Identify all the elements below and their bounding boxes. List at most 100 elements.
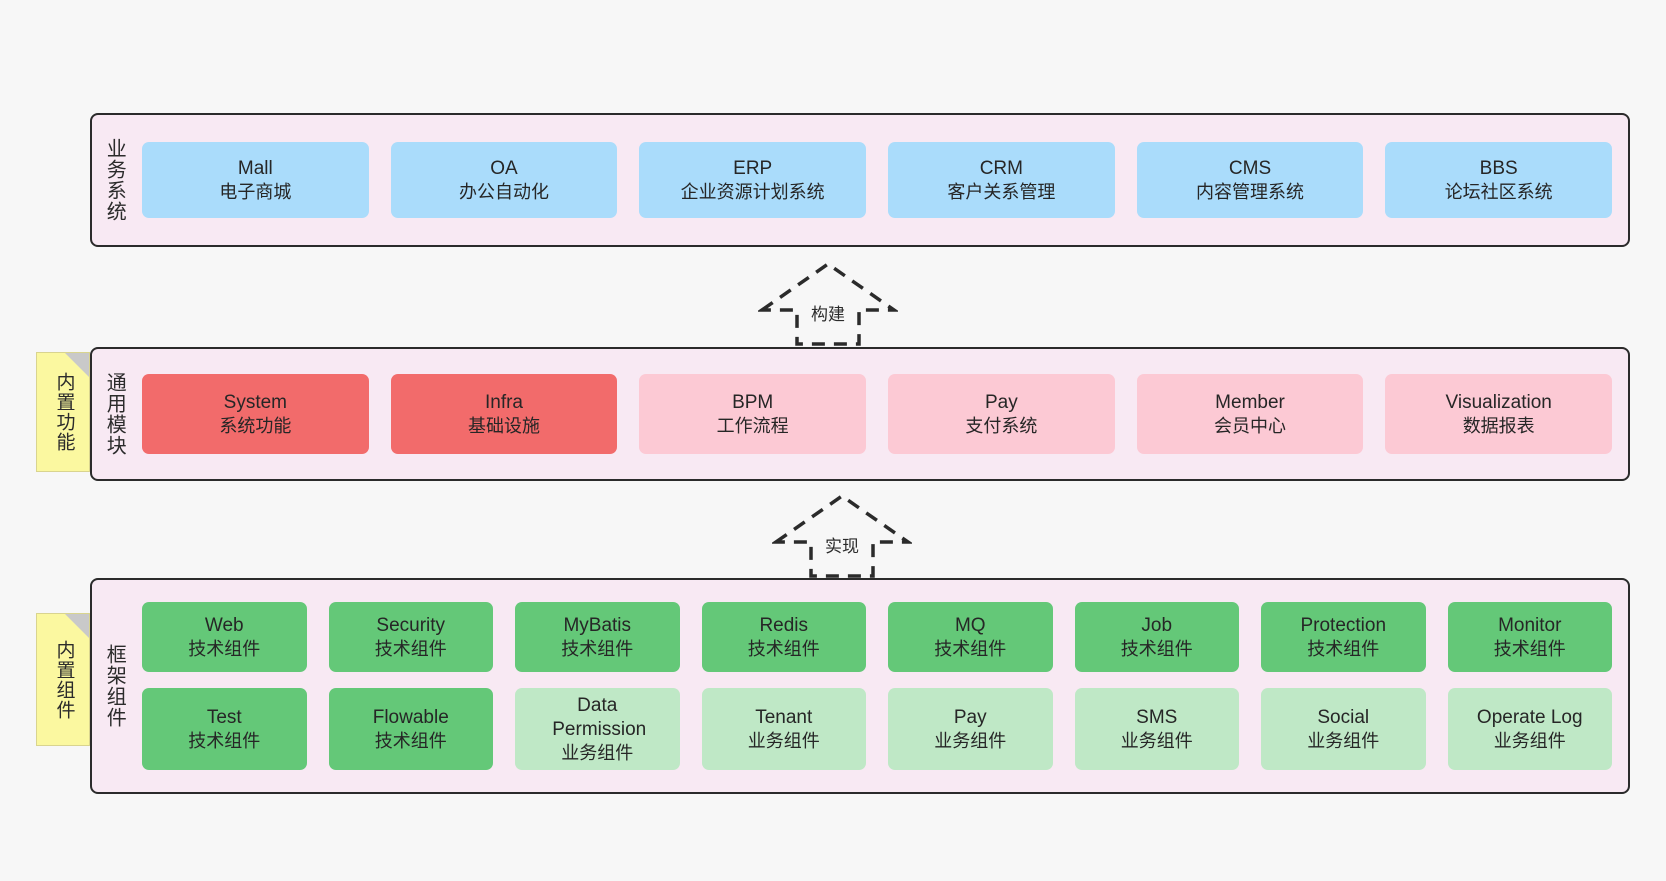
card-title: MyBatis [563, 614, 632, 636]
card-title: ERP [733, 157, 773, 179]
card-system[interactable]: System 系统功能 [142, 374, 369, 454]
card-title: SMS [1136, 706, 1178, 728]
card-grid-common-modules: System 系统功能 Infra 基础设施 BPM 工作流程 Pay 支付系统… [136, 349, 1628, 479]
card-title: Pay [953, 706, 987, 728]
card-subtitle: 基础设施 [468, 415, 540, 436]
section-business-systems: 业务系统 Mall 电子商城 OA 办公自动化 ERP 企业资源计划系统 CRM… [90, 113, 1630, 247]
card-subtitle: 业务组件 [934, 730, 1007, 751]
card-subtitle: 技术组件 [1120, 638, 1193, 659]
section-title-framework-components: 框架组件 [103, 644, 126, 728]
implement-arrow: 实现 [772, 490, 912, 580]
card-title: Flowable [372, 706, 449, 728]
card-job[interactable]: Job 技术组件 [1074, 602, 1239, 672]
section-framework-components: 框架组件 Web 技术组件 Security 技术组件 MyBatis 技术组件… [90, 578, 1630, 794]
card-title: Visualization [1445, 391, 1552, 413]
card-mybatis[interactable]: MyBatis 技术组件 [515, 602, 680, 672]
card-oa[interactable]: OA 办公自动化 [390, 142, 618, 218]
tab-builtin-components: 内置组件 [36, 613, 90, 746]
card-subtitle: 业务组件 [561, 742, 634, 763]
card-title: OA [490, 157, 518, 179]
card-tenant[interactable]: Tenant 业务组件 [701, 688, 866, 770]
card-subtitle: 技术组件 [1493, 638, 1566, 659]
card-title: Web [204, 614, 244, 636]
card-subtitle: 内容管理系统 [1196, 181, 1305, 202]
card-web[interactable]: Web 技术组件 [142, 602, 307, 672]
card-title: Protection [1300, 614, 1387, 636]
card-infra[interactable]: Infra 基础设施 [390, 374, 618, 454]
card-subtitle: 技术组件 [561, 638, 634, 659]
card-title: CRM [979, 157, 1023, 179]
card-grid-business-systems: Mall 电子商城 OA 办公自动化 ERP 企业资源计划系统 CRM 客户关系… [136, 115, 1628, 245]
card-row-technical: Web 技术组件 Security 技术组件 MyBatis 技术组件 Redi… [142, 602, 1612, 672]
card-subtitle: 数据报表 [1462, 415, 1535, 436]
card-subtitle: 技术组件 [374, 638, 447, 659]
card-subtitle: 业务组件 [1493, 730, 1566, 751]
card-flowable[interactable]: Flowable 技术组件 [328, 688, 493, 770]
card-title: BBS [1479, 157, 1518, 179]
card-title: Job [1141, 614, 1173, 636]
folded-corner-icon [65, 614, 89, 638]
section-title-common-modules: 通用模块 [103, 372, 126, 456]
card-crm[interactable]: CRM 客户关系管理 [888, 142, 1115, 218]
card-title: Pay [984, 391, 1018, 413]
card-row-business: Test 技术组件 Flowable 技术组件 Data Permission … [142, 688, 1612, 770]
card-sms[interactable]: SMS 业务组件 [1074, 688, 1239, 770]
card-pay[interactable]: Pay 支付系统 [888, 374, 1115, 454]
card-title: Member [1215, 391, 1285, 413]
card-subtitle: 业务组件 [1120, 730, 1193, 751]
card-title: Test [206, 706, 242, 728]
card-monitor[interactable]: Monitor 技术组件 [1447, 602, 1612, 672]
card-bbs[interactable]: BBS 论坛社区系统 [1385, 142, 1613, 218]
card-subtitle: 论坛社区系统 [1444, 181, 1553, 202]
card-title: Mall [237, 157, 273, 179]
card-title: Tenant [755, 706, 813, 728]
card-test[interactable]: Test 技术组件 [142, 688, 307, 770]
card-cms[interactable]: CMS 内容管理系统 [1136, 142, 1364, 218]
card-social[interactable]: Social 业务组件 [1261, 688, 1426, 770]
card-subtitle: 技术组件 [188, 730, 261, 751]
card-erp[interactable]: ERP 企业资源计划系统 [639, 142, 867, 218]
card-title: Redis [759, 614, 809, 636]
card-title: Infra [484, 391, 524, 413]
card-title: Operate Log [1476, 706, 1583, 728]
arrow-label: 构建 [811, 305, 845, 324]
card-subtitle: 系统功能 [219, 415, 292, 436]
card-title: Social [1317, 706, 1370, 728]
card-subtitle: 技术组件 [747, 638, 820, 659]
card-subtitle: 技术组件 [374, 730, 447, 751]
card-member[interactable]: Member 会员中心 [1136, 374, 1364, 454]
card-redis[interactable]: Redis 技术组件 [701, 602, 866, 672]
card-subtitle: 技术组件 [934, 638, 1007, 659]
section-common-modules: 通用模块 System 系统功能 Infra 基础设施 BPM 工作流程 Pay… [90, 347, 1630, 481]
card-subtitle: 会员中心 [1214, 415, 1287, 436]
arrow-label: 实现 [825, 537, 859, 556]
card-mq[interactable]: MQ 技术组件 [888, 602, 1053, 672]
card-pay-business[interactable]: Pay 业务组件 [888, 688, 1053, 770]
section-title-business-systems: 业务系统 [103, 138, 126, 222]
tab-label: 内置组件 [53, 639, 75, 720]
card-subtitle: 客户关系管理 [947, 181, 1056, 202]
card-subtitle: 电子商城 [219, 181, 292, 202]
card-title: MQ [954, 614, 986, 636]
tab-builtin-features: 内置功能 [36, 352, 90, 472]
card-subtitle: 工作流程 [716, 415, 789, 436]
card-title: CMS [1228, 157, 1272, 179]
card-operate-log[interactable]: Operate Log 业务组件 [1447, 688, 1612, 770]
card-row: Mall 电子商城 OA 办公自动化 ERP 企业资源计划系统 CRM 客户关系… [142, 142, 1613, 218]
card-subtitle: 业务组件 [747, 730, 820, 751]
card-row: System 系统功能 Infra 基础设施 BPM 工作流程 Pay 支付系统… [142, 374, 1613, 454]
card-security[interactable]: Security 技术组件 [328, 602, 493, 672]
card-subtitle: 业务组件 [1307, 730, 1380, 751]
folded-corner-icon [65, 353, 89, 377]
card-mall[interactable]: Mall 电子商城 [142, 142, 369, 218]
card-subtitle: 技术组件 [1307, 638, 1380, 659]
card-data-permission[interactable]: Data Permission 业务组件 [515, 688, 680, 770]
card-bpm[interactable]: BPM 工作流程 [639, 374, 867, 454]
tab-label: 内置功能 [53, 372, 75, 452]
card-protection[interactable]: Protection 技术组件 [1261, 602, 1426, 672]
card-subtitle: 技术组件 [188, 638, 261, 659]
card-visualization[interactable]: Visualization 数据报表 [1385, 374, 1613, 454]
card-title: Data Permission [552, 695, 647, 740]
card-subtitle: 支付系统 [965, 415, 1038, 436]
